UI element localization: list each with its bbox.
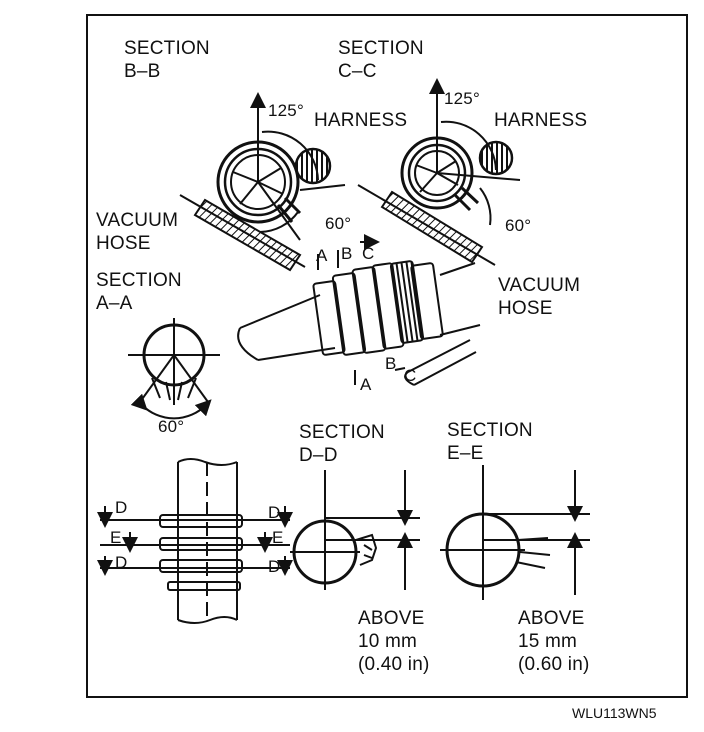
- section-ee-title: SECTION: [447, 420, 533, 441]
- diagram-frame: [86, 14, 688, 698]
- section-cc-hose-label-2: HOSE: [498, 298, 553, 319]
- section-bb-hose-label-2: HOSE: [96, 233, 151, 254]
- section-dd-drawing: [290, 470, 420, 590]
- section-cc-subtitle: C–C: [338, 61, 377, 82]
- section-ee-subtitle: E–E: [447, 443, 484, 464]
- section-bb-harness-label: HARNESS: [314, 110, 408, 131]
- section-aa-drawing: [128, 318, 220, 420]
- section-ee-drawing: [440, 465, 590, 600]
- section-bb-title: SECTION: [124, 38, 210, 59]
- section-bb-angle-125: 125°: [268, 101, 304, 120]
- section-cc-angle-125: 125°: [444, 89, 480, 108]
- cut-marker-c-bottom: C: [404, 366, 417, 385]
- cut-marker-d-left-2: D: [115, 553, 128, 572]
- figure-code: WLU113WN5: [572, 705, 657, 721]
- section-ee-note-3: (0.60 in): [518, 654, 590, 675]
- cut-marker-b-bottom: B: [385, 354, 397, 373]
- section-dd-title: SECTION: [299, 422, 385, 443]
- section-bb-angle-60: 60°: [325, 214, 352, 233]
- section-cc-title: SECTION: [338, 38, 424, 59]
- section-aa-angle-60: 60°: [158, 417, 185, 436]
- section-bb-subtitle: B–B: [124, 61, 161, 82]
- section-dd-note-2: 10 mm: [358, 631, 418, 652]
- cut-marker-e-left: E: [110, 528, 122, 547]
- cut-marker-e-right: E: [272, 528, 284, 547]
- section-dd-note-3: (0.40 in): [358, 654, 430, 675]
- section-cc-hose-label-1: VACUUM: [498, 275, 581, 296]
- cut-marker-c-top: C: [362, 244, 375, 263]
- cut-marker-d-right-2: D: [268, 557, 281, 576]
- cut-marker-d-left-1: D: [115, 498, 128, 517]
- section-cc-angle-60: 60°: [505, 216, 532, 235]
- section-cc-drawing: [357, 78, 521, 266]
- section-bb-hose-label-1: VACUUM: [96, 210, 179, 231]
- cut-marker-a-bottom: A: [360, 375, 372, 394]
- side-view-drawing: [97, 458, 293, 624]
- pipe-assembly-drawing: [237, 234, 481, 386]
- section-ee-note-2: 15 mm: [518, 631, 578, 652]
- section-cc-harness-label: HARNESS: [494, 110, 588, 131]
- section-aa-title: SECTION: [96, 270, 182, 291]
- section-dd-note-1: ABOVE: [358, 608, 425, 629]
- section-aa-subtitle: A–A: [96, 293, 133, 314]
- section-dd-subtitle: D–D: [299, 445, 338, 466]
- cut-marker-d-right-1: D: [268, 503, 281, 522]
- cut-marker-b-top: B: [341, 244, 353, 263]
- cut-marker-a-top: A: [316, 246, 328, 265]
- section-ee-note-1: ABOVE: [518, 608, 585, 629]
- section-bb-drawing: [179, 92, 346, 272]
